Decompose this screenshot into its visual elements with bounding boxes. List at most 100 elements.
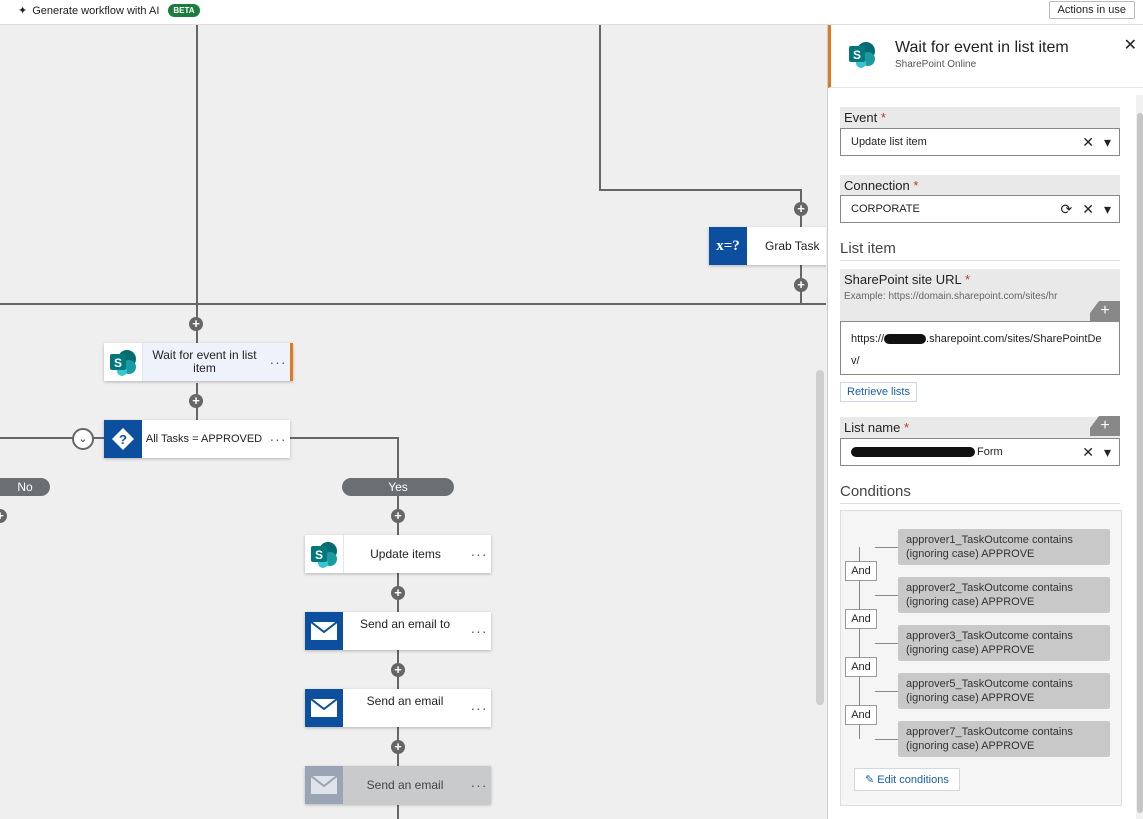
redacted-text [851, 447, 975, 457]
add-action-button[interactable]: + [391, 586, 405, 600]
sharepoint-icon: S [305, 535, 344, 573]
panel-scrollbar-thumb[interactable] [1137, 113, 1143, 813]
top-bar: ✦ Generate workflow with AI BETA Actions… [0, 0, 1143, 25]
event-value: Update list item [851, 136, 927, 148]
event-field-label: Event * [840, 107, 1120, 128]
chevron-down-icon[interactable]: ▾ [1103, 200, 1111, 217]
wait-for-event-label: Wait for event in list item [152, 348, 257, 375]
grab-task-node[interactable]: x=? Grab Task [709, 227, 826, 265]
workflow-canvas[interactable]: + + + + + + + + + ⌄ x=? Grab Task S Wait… [0, 25, 826, 819]
add-action-button[interactable]: + [794, 278, 808, 292]
envelope-icon [305, 612, 343, 650]
condition-tree-line [875, 643, 899, 644]
node-menu-button[interactable]: ··· [470, 546, 488, 562]
connector-line [397, 437, 399, 479]
condition-node[interactable]: ? All Tasks = APPROVED ··· [104, 420, 290, 458]
condition-tree-line [859, 547, 860, 739]
conditions-box: approver1_TaskOutcome contains (ignoring… [840, 510, 1122, 806]
node-menu-button[interactable]: ··· [470, 777, 488, 793]
branch-yes-label: Yes [342, 478, 454, 496]
site-url-field-label: SharePoint site URL * Example: https://d… [840, 269, 1120, 321]
connector-line [397, 805, 399, 819]
panel-title: Wait for event in list item [895, 39, 1069, 56]
condition-item: approver3_TaskOutcome contains (ignoring… [898, 625, 1110, 661]
refresh-icon[interactable]: ⟳ [1060, 200, 1073, 217]
event-select[interactable]: Update list item ✕ ▾ [840, 128, 1120, 156]
question-icon: ? [104, 420, 142, 458]
insert-variable-button[interactable]: + [1090, 416, 1120, 436]
condition-item: approver5_TaskOutcome contains (ignoring… [898, 673, 1110, 709]
add-action-button[interactable]: + [189, 394, 203, 408]
send-email-to-label: Send an email to [359, 617, 451, 631]
and-operator: And [845, 561, 877, 581]
connector-line [196, 25, 198, 317]
and-operator: And [845, 705, 877, 725]
sparkle-icon: ✦ [18, 5, 28, 17]
connection-value: CORPORATE [851, 203, 920, 215]
svg-text:S: S [114, 356, 122, 370]
retrieve-lists-button[interactable]: Retrieve lists [840, 382, 917, 402]
sharepoint-icon: S [847, 39, 877, 72]
edit-conditions-button[interactable]: ✎ Edit conditions [854, 768, 960, 791]
condition-tree-line [875, 595, 899, 596]
chevron-down-icon[interactable]: ▾ [1103, 133, 1111, 150]
generate-workflow-ai-button[interactable]: ✦ Generate workflow with AI BETA [18, 4, 200, 17]
generate-workflow-label: Generate workflow with AI [32, 4, 160, 17]
connector-line [599, 25, 601, 190]
redacted-text [884, 334, 927, 345]
collapse-toggle-icon[interactable]: ⌄ [72, 428, 94, 450]
send-email-disabled-node[interactable]: Send an email ··· [305, 766, 491, 804]
list-name-select[interactable]: Form ✕ ▾ [840, 438, 1120, 466]
add-action-button[interactable]: + [0, 509, 7, 523]
send-email-node[interactable]: Send an email ··· [305, 689, 491, 727]
connector-line [599, 189, 801, 191]
grab-task-label: Grab Task [765, 239, 820, 253]
clear-icon[interactable]: ✕ [1082, 200, 1094, 217]
condition-item: approver7_TaskOutcome contains (ignoring… [898, 721, 1110, 757]
add-action-button[interactable]: + [391, 740, 405, 754]
sharepoint-icon: S [104, 343, 143, 381]
site-url-example: Example: https://domain.sharepoint.com/s… [844, 291, 1058, 302]
condition-tree-line [875, 547, 899, 548]
panel-header: S Wait for event in list item SharePoint… [828, 25, 1143, 88]
insert-variable-button[interactable]: + [1090, 301, 1120, 321]
add-action-button[interactable]: + [794, 202, 808, 216]
node-menu-button[interactable]: ··· [269, 431, 287, 447]
list-name-value: Form [977, 446, 1003, 458]
conditions-section-title: Conditions [840, 483, 1120, 504]
node-menu-button[interactable]: ··· [470, 623, 488, 639]
condition-tree-line [875, 691, 899, 692]
add-action-button[interactable]: + [189, 317, 203, 331]
panel-subtitle: SharePoint Online [895, 59, 977, 70]
svg-text:S: S [853, 48, 861, 62]
clear-icon[interactable]: ✕ [1082, 133, 1094, 150]
and-operator: And [845, 609, 877, 629]
svg-text:S: S [315, 548, 323, 562]
node-menu-button[interactable]: ··· [470, 700, 488, 716]
envelope-icon [305, 766, 343, 804]
wait-for-event-node[interactable]: S Wait for event in list item ··· [104, 343, 293, 381]
send-email-to-node[interactable]: Send an email to ··· [305, 612, 491, 650]
list-name-field-label: List name * [840, 417, 1120, 438]
envelope-icon [305, 689, 343, 727]
node-menu-button[interactable]: ··· [269, 354, 287, 370]
connection-select[interactable]: CORPORATE ⟳ ✕ ▾ [840, 195, 1120, 223]
add-action-button[interactable]: + [391, 509, 405, 523]
action-config-panel: S Wait for event in list item SharePoint… [827, 25, 1143, 819]
close-icon[interactable]: ✕ [1123, 37, 1137, 54]
variable-icon: x=? [709, 227, 747, 265]
svg-text:?: ? [119, 432, 127, 447]
site-url-input[interactable]: https://.sharepoint.com/sites/SharePoint… [840, 321, 1120, 375]
canvas-scrollbar[interactable] [816, 370, 824, 705]
actions-in-use-button[interactable]: Actions in use [1048, 1, 1135, 19]
clear-icon[interactable]: ✕ [1082, 443, 1094, 460]
and-operator: And [845, 657, 877, 677]
send-email-label: Send an email [366, 694, 444, 708]
chevron-down-icon[interactable]: ▾ [1103, 443, 1111, 460]
condition-item: approver1_TaskOutcome contains (ignoring… [898, 529, 1110, 565]
condition-label: All Tasks = APPROVED [145, 432, 263, 445]
connector-line [196, 303, 198, 363]
update-items-node[interactable]: S Update items ··· [305, 535, 491, 573]
add-action-button[interactable]: + [391, 663, 405, 677]
connector-line [0, 437, 104, 439]
